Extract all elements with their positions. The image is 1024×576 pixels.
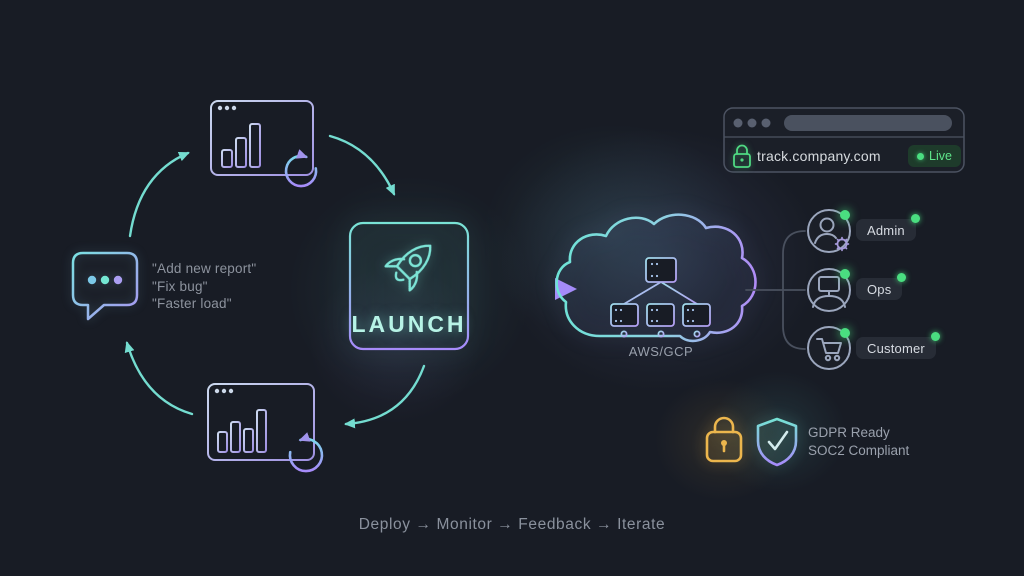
- padlock-icon: [705, 416, 743, 463]
- rocket-icon: [384, 244, 432, 292]
- user-pill-ops-label: Ops: [867, 281, 892, 297]
- admin-avatar-icon: [807, 209, 851, 253]
- bar-chart-icon: [221, 123, 261, 168]
- launch-label: LAUNCH: [351, 311, 467, 337]
- arrow-report-to-bubble: [124, 341, 194, 416]
- user-pill-admin-label: Admin: [867, 222, 905, 238]
- bar-chart-icon: [217, 409, 267, 453]
- shield-check-icon: [756, 417, 798, 467]
- analytics-window-top-icon: [210, 100, 314, 176]
- refresh-icon-bottom: [288, 432, 324, 473]
- arrow-bubble-to-monitor: [128, 151, 190, 238]
- compliance-line-soc2: SOC2 Compliant: [808, 443, 910, 458]
- feedback-quote-1: "Add new report": [152, 261, 257, 276]
- user-pill-customer-label: Customer: [867, 340, 925, 356]
- live-status-dot: [917, 152, 924, 160]
- arrow-monitor-to-launch: [328, 134, 396, 196]
- cloud-provider-label: AWS/GCP: [628, 344, 694, 359]
- live-badge: Live: [908, 145, 961, 167]
- window-traffic-dots: [214, 388, 234, 394]
- live-badge-label: Live: [929, 149, 952, 163]
- arrow-launch-to-report: [344, 364, 426, 429]
- browser-url: track.company.com: [757, 148, 881, 164]
- text-lines-icon: [271, 124, 306, 140]
- check-icon: [767, 430, 789, 451]
- user-pill-ops: Ops: [856, 273, 907, 300]
- lock-icon: [733, 144, 751, 168]
- compliance-line-gdpr: GDPR Ready: [808, 425, 890, 440]
- status-dot-ops: [840, 269, 850, 279]
- refresh-icon-top: [284, 149, 318, 188]
- feedback-quote-3: "Faster load": [152, 296, 232, 311]
- feedback-quote-2: "Fix bug": [152, 279, 208, 294]
- cart-icon: [816, 338, 842, 362]
- window-traffic-dots: [733, 118, 771, 128]
- text-lines-icon: [275, 411, 309, 427]
- status-dot-icon: [910, 214, 920, 223]
- user-pill-customer: Customer: [856, 332, 940, 359]
- browser-chrome: [723, 107, 965, 173]
- person-icon: [819, 217, 835, 233]
- monitor-icon: [812, 276, 846, 308]
- cycle-arrows: [124, 134, 426, 429]
- url-bar: [784, 115, 952, 131]
- process-flow-label: Deploy → Monitor → Feedback → Iterate: [358, 516, 666, 533]
- status-dot-admin: [840, 210, 850, 220]
- user-pill-admin: Admin: [856, 214, 920, 241]
- status-dot-customer: [840, 328, 850, 338]
- gear-icon: [834, 236, 850, 252]
- customer-avatar-icon: [807, 326, 851, 370]
- ops-avatar-icon: [807, 268, 851, 312]
- server-cluster-icon: [610, 257, 711, 338]
- window-traffic-dots: [217, 105, 237, 111]
- brace-connector: [745, 230, 806, 350]
- status-dot-icon: [897, 273, 907, 282]
- status-dot-icon: [930, 332, 940, 341]
- chat-bubble-icon: [71, 251, 139, 321]
- analytics-window-bottom-icon: [207, 383, 315, 461]
- launch-box: [348, 221, 470, 351]
